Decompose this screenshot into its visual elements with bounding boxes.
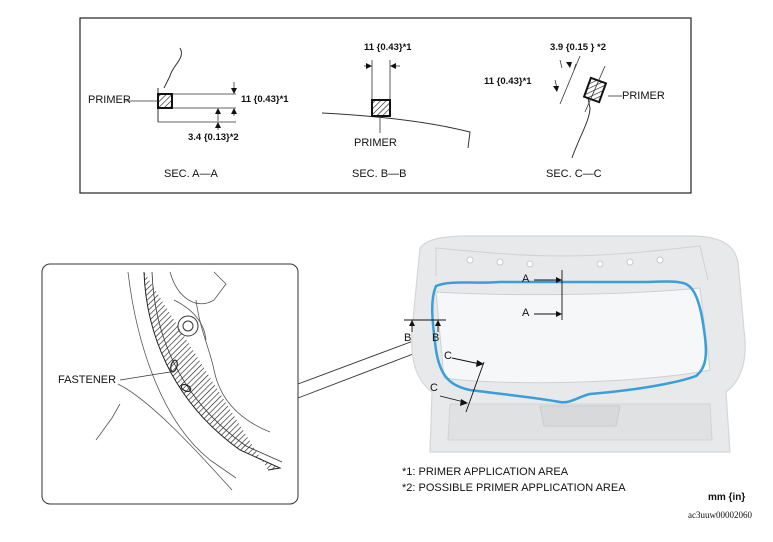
marker-c-top: C (444, 350, 452, 362)
aa-caption: SEC. A—A (164, 168, 218, 180)
primer-line (430, 280, 708, 404)
marker-b-left: B (404, 332, 412, 344)
callout-connector-top (297, 333, 433, 385)
aa-dimension-bottom: 3.4 {0.13}*2 (188, 132, 239, 143)
marker-a-top: A (522, 273, 530, 285)
section-bb-drawing (321, 60, 471, 149)
section-cc-drawing (553, 55, 622, 159)
marker-a-bottom: A (522, 307, 530, 319)
section-markers (404, 270, 563, 413)
units-label: mm {in} (708, 492, 746, 503)
bb-caption: SEC. B—B (352, 168, 407, 180)
tailgate-body (411, 235, 746, 453)
marker-b-right: B (432, 332, 440, 344)
cc-dimension-left: 11 {0.43}*1 (484, 76, 532, 87)
marker-c-bottom: C (430, 382, 438, 394)
cc-primer-label: PRIMER (622, 90, 665, 102)
section-views-box (79, 17, 692, 194)
legend-item-2: *2: POSSIBLE PRIMER APPLICATION AREA (402, 482, 626, 494)
bb-primer-label: PRIMER (354, 137, 397, 149)
legend-item-1: *1: PRIMER APPLICATION AREA (402, 466, 569, 478)
figure-code: ac3uuw00002060 (688, 510, 752, 520)
cc-dimension-top: 3.9 {0.15 } *2 (550, 42, 606, 53)
detail-drawing (95, 271, 283, 491)
fastener-label: FASTENER (58, 374, 117, 386)
bb-dimension-top: 11 {0.43}*1 (364, 42, 412, 53)
aa-primer-label: PRIMER (88, 94, 131, 106)
aa-dimension-top: 11 {0.43}*1 (241, 94, 289, 105)
section-aa-drawing (124, 47, 237, 130)
callout-connector-bottom (297, 345, 435, 399)
cc-caption: SEC. C—C (546, 168, 602, 180)
